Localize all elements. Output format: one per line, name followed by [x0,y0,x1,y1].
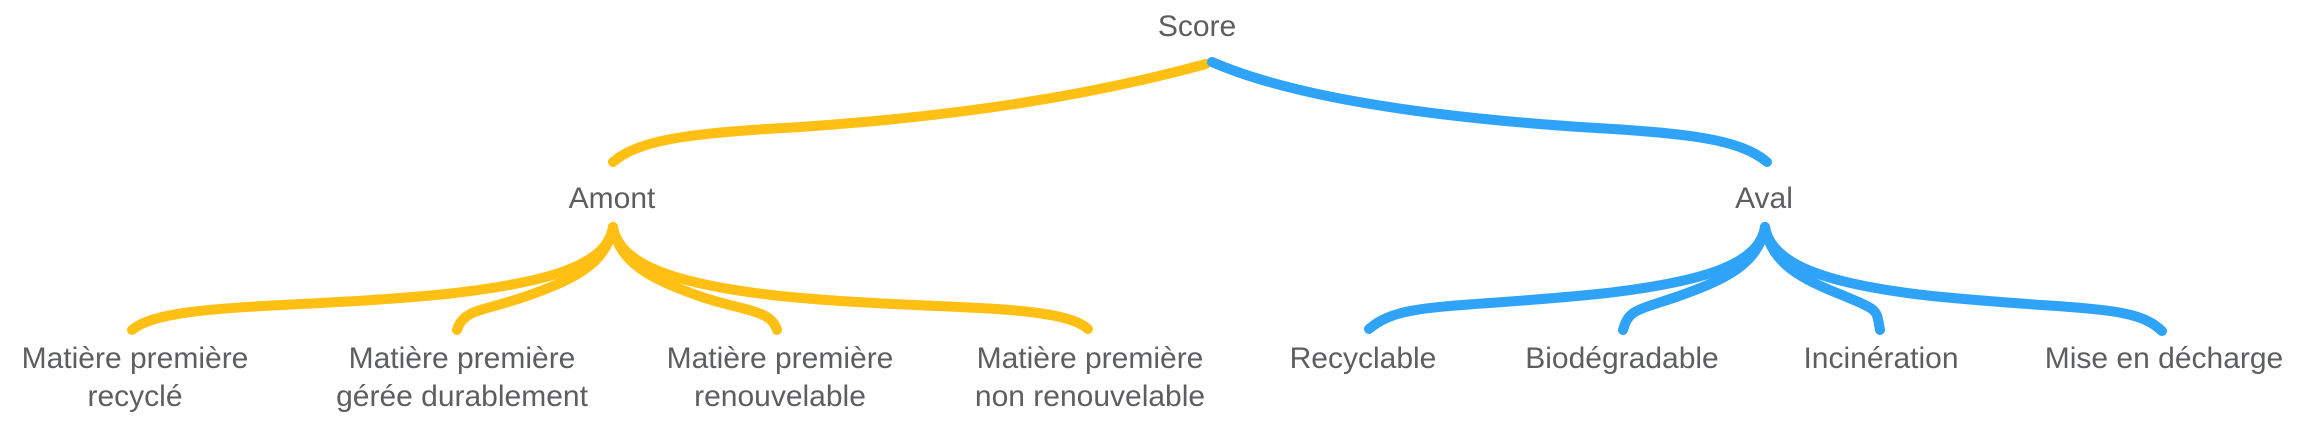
node-aval: Aval [1735,180,1793,218]
edge-aval-child-2 [1618,222,1770,335]
edge-amont-child-2 [452,222,618,335]
leaf-label-line: Recyclable [1289,342,1437,375]
leaf-label-line: Biodégradable [1525,342,1719,375]
leaf-matiere-premiere-non-renouvelable: Matière première non renouvelable [975,340,1205,416]
edge-aval-child-4 [1760,222,2167,336]
node-amont: Amont [569,180,656,218]
edge-score-aval [1207,57,1772,167]
leaf-label-line: Matière première [348,342,576,375]
leaf-label-line: Mise en décharge [2044,342,2284,375]
leaf-biodegradable: Biodégradable [1525,340,1719,378]
edge-score-amont [608,59,1211,167]
node-aval-label: Aval [1735,182,1793,215]
edge-amont-child-1 [127,222,618,335]
node-score: Score [1158,8,1236,46]
leaf-label-line: Matière première [21,342,249,375]
edge-amont-child-4 [608,222,1093,334]
leaf-matiere-premiere-recycle: Matière première recyclé [22,340,249,416]
leaf-matiere-premiere-geree-durablement: Matière première gérée durablement [336,340,588,416]
node-score-label: Score [1157,10,1237,43]
leaf-label-line: gérée durablement [336,380,588,413]
leaf-matiere-premiere-renouvelable: Matière première renouvelable [667,340,894,416]
leaf-label-line: recyclé [87,380,183,413]
leaf-incineration: Incinération [1803,340,1958,378]
node-amont-label: Amont [568,182,656,215]
leaf-label-line: non renouvelable [974,380,1206,413]
edge-aval-child-1 [1364,222,1770,334]
leaf-label-line: Matière première [976,342,1204,375]
leaf-label-line: Matière première [666,342,894,375]
leaf-recyclable: Recyclable [1290,340,1437,378]
leaf-label-line: renouvelable [694,380,866,413]
leaf-mise-en-decharge: Mise en décharge [2045,340,2283,378]
leaf-label-line: Incinération [1803,342,1959,375]
